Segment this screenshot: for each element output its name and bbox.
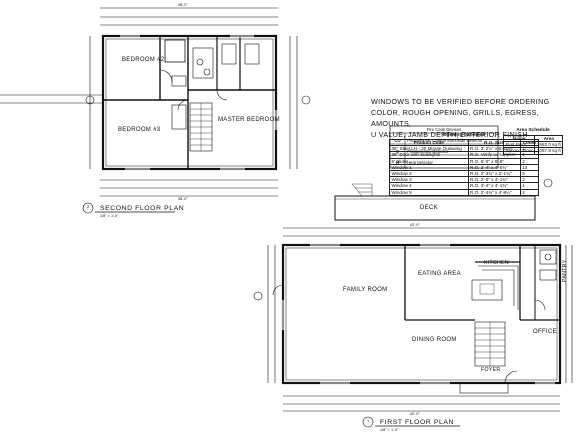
count-cell: 2 [519, 188, 540, 196]
room-label-pantry: Pantry [562, 259, 568, 282]
heat-detector-icon: H [395, 160, 400, 165]
note-line-3: U value, jamb depth, exterior finish [371, 130, 528, 139]
second-floor-dim-bottom: 38'-0" [178, 197, 188, 201]
opening-schedule-table: Product Code R.O. Size Count 36" Steel L… [389, 138, 540, 196]
device-label: Photoelectric Detector [407, 149, 449, 154]
first-floor-dim-bottom: 42'-0" [410, 412, 420, 416]
list-item: CO Photoelectric Carbon Monoxide Detecto… [390, 135, 498, 146]
room-label-foyer: Foyer [481, 367, 501, 373]
area-cell: 1067.8 sq ft [534, 147, 564, 155]
list-item: S Photoelectric Detector [390, 146, 498, 157]
area-schedule-title: Area Schedule [516, 128, 550, 133]
room-label-deck: Deck [420, 205, 438, 211]
note-line-1: Windows to be verified before ordering [371, 97, 550, 106]
first-floor-plan [85, 95, 573, 428]
second-floor-plan-marker: 2 [86, 205, 90, 209]
fire-devices-title: Fire Code Devices [426, 127, 462, 132]
first-floor-plan-title: First Floor Plan [380, 419, 455, 426]
first-floor-dim-top: 42'-0" [410, 223, 420, 227]
floor-name-cell: Second Floor [502, 147, 536, 155]
second-floor-plan [0, 7, 298, 214]
list-item: H Heat Detector [390, 157, 498, 168]
area-cell: 1662.0 sq ft [534, 141, 564, 149]
room-label-eating-area: Eating Area [418, 271, 461, 277]
column-header: Name [502, 134, 536, 143]
column-header: Area [534, 134, 564, 143]
second-floor-plan-scale: 1/8" = 1'-0" [100, 214, 119, 218]
second-floor-plan-title: Second Floor Plan [100, 205, 185, 212]
device-label: Photoelectric Carbon Monoxide Detector [407, 138, 483, 143]
room-label-bedroom-3: Bedroom #3 [118, 127, 161, 133]
note-line-2: color, rough opening, grills, egress, am… [371, 108, 540, 128]
room-label-bedroom-2: Bedroom #2 [122, 57, 165, 63]
second-floor-dim-top: 38'-0" [178, 3, 188, 7]
first-floor-plan-marker: 1 [366, 419, 370, 423]
device-label: Heat Detector [407, 160, 433, 165]
product-cell: Window 5 [389, 188, 469, 196]
fire-devices-list: CO Photoelectric Carbon Monoxide Detecto… [390, 135, 498, 168]
smoke-detector-icon: S [396, 149, 399, 154]
room-label-dining-room: Dining Room [412, 337, 457, 343]
first-floor-plan-scale: 1/8" = 1'-0" [380, 428, 399, 432]
size-cell: R.O. 2'-4¾" x 4'-8¼" [467, 188, 521, 196]
room-label-master-bedroom: Master Bedroom [218, 117, 280, 123]
area-schedule-header: Name Area [502, 134, 564, 143]
room-label-office: Office [533, 329, 557, 335]
co-detector-icon: CO [394, 138, 401, 143]
room-label-family-room: Family Room [343, 287, 388, 293]
window-verification-note: Windows to be verified before ordering c… [371, 96, 576, 140]
room-label-kitchen: Kitchen [484, 260, 509, 266]
floor-name-cell: First Floor [502, 141, 536, 149]
opening-schedule-title: Opening Schedule [442, 133, 486, 138]
